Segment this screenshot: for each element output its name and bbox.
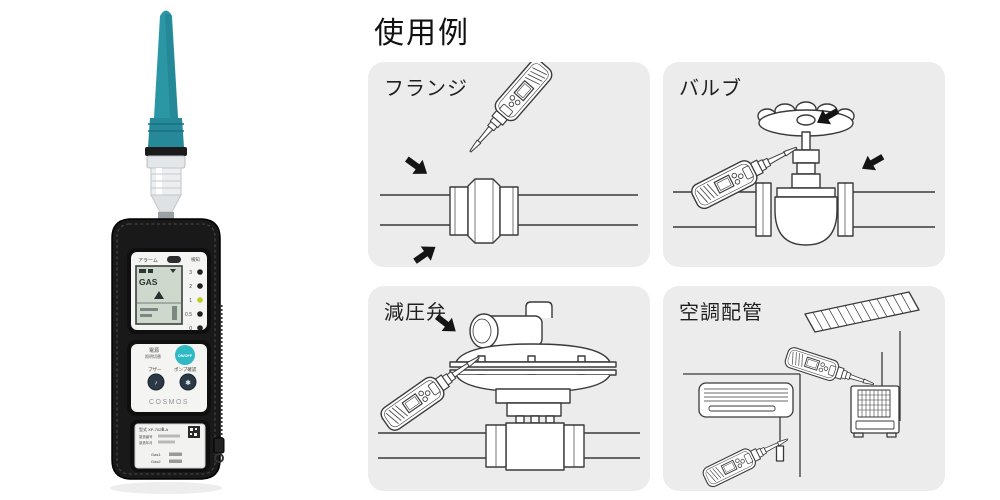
buzzer-button[interactable] xyxy=(147,373,165,391)
power-button-label: ON/OFF xyxy=(178,354,193,358)
buzzer-label: ブザー xyxy=(148,366,162,373)
svg-text:0.5: 0.5 xyxy=(185,312,192,318)
usage-panel-regulator: 減圧弁 xyxy=(368,286,650,491)
valve-illustration xyxy=(673,101,935,246)
usage-panel-aircon: 空調配管 xyxy=(663,286,945,491)
aircon-drawing xyxy=(683,291,920,477)
buzzer-icon: ♪ xyxy=(154,380,157,387)
svg-text:1: 1 xyxy=(189,298,192,304)
gas2-label: Gas2 xyxy=(151,459,161,464)
alarm-label: アラーム xyxy=(138,258,158,264)
power-sub-label: 照明切替 xyxy=(145,353,161,359)
page-title: 使用例 xyxy=(374,17,470,50)
pump-label: ポンプ確認 xyxy=(174,366,197,373)
led-active xyxy=(197,297,203,303)
alarm-switch[interactable] xyxy=(167,256,181,263)
display-window: アラーム GAS 検知 3 2 1 0.5 0 xyxy=(127,248,211,334)
flange-illustration xyxy=(380,62,638,267)
gas-detector-photo: アラーム GAS 検知 3 2 1 0.5 0 電源 照明切替 xyxy=(110,10,225,494)
usage-panel-flange: フランジ xyxy=(368,62,650,267)
control-window: 電源 照明切替 ON/OFF ブザー ポンプ確認 ♪ ✱ COSMOS xyxy=(127,340,211,416)
qr-code xyxy=(188,426,200,438)
clear-adapter xyxy=(146,155,186,220)
lcd-gas-text: GAS xyxy=(139,277,158,287)
arrow-icon xyxy=(401,152,433,181)
model-text: 型式 XP-702Ⅲ-A xyxy=(139,426,169,432)
indoor-unit-drawing xyxy=(698,382,794,418)
serial-label: 製造番号 xyxy=(139,434,153,439)
probe-ring xyxy=(145,147,187,156)
gas1-label: Gas1 xyxy=(151,452,161,457)
regulator-drawing xyxy=(378,301,640,471)
regulator-illustration xyxy=(377,301,640,471)
led-title: 検知 xyxy=(191,256,200,263)
arrow-icon xyxy=(410,239,441,267)
lcd-warning-triangle xyxy=(154,291,164,299)
svg-text:2: 2 xyxy=(189,284,192,290)
panel-label-aircon: 空調配管 xyxy=(679,302,763,324)
led-indicator-column: 検知 3 2 1 0.5 0 xyxy=(185,256,203,332)
brand-logo: COSMOS xyxy=(149,399,189,406)
detector-illustration xyxy=(459,62,556,161)
probe-tip xyxy=(148,10,184,147)
panel-label-regulator: 減圧弁 xyxy=(384,302,447,324)
panel-label-flange: フランジ xyxy=(384,78,468,100)
valve-drawing xyxy=(673,101,935,246)
date-label: 製造年月 xyxy=(139,440,153,445)
svg-text:3: 3 xyxy=(189,270,192,276)
device-shadow xyxy=(110,482,222,494)
nameplate-window: 型式 XP-702Ⅲ-A 製造番号 製造年月 Gas1 Gas2 xyxy=(130,420,210,472)
usage-panel-valve: バルブ xyxy=(663,62,945,267)
pipe-union-drawing xyxy=(380,178,638,244)
arrow-icon xyxy=(857,149,887,176)
zipper-pull[interactable] xyxy=(213,437,225,454)
power-label: 電源 xyxy=(149,347,159,354)
outdoor-unit-drawing xyxy=(850,385,900,438)
lcd-screen: GAS xyxy=(135,265,183,325)
panel-label-valve: バルブ xyxy=(679,78,742,100)
svg-text:0: 0 xyxy=(189,326,192,332)
pump-button[interactable] xyxy=(179,373,197,391)
aircon-illustration xyxy=(683,291,920,490)
power-button[interactable] xyxy=(175,345,195,365)
pump-icon: ✱ xyxy=(185,379,191,387)
